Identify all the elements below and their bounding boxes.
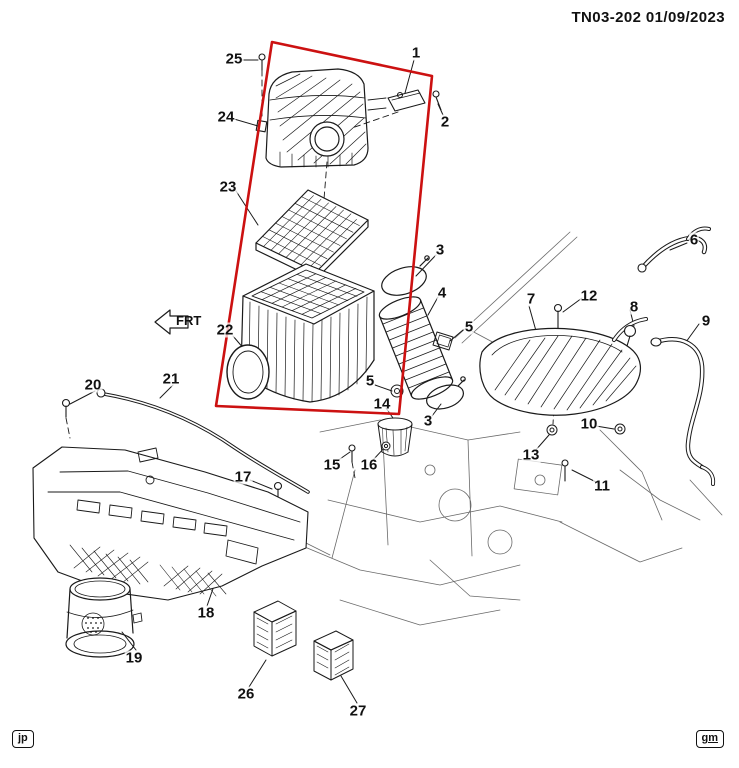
part-callout-24: 24 <box>216 108 236 126</box>
part-callout-8: 8 <box>628 298 640 316</box>
part-callout-5: 5 <box>463 318 475 336</box>
bolt-12-art <box>553 303 563 329</box>
author-badge: jp <box>12 729 34 748</box>
bolt-11-art <box>561 459 569 482</box>
air-cleaner-cover-art <box>265 68 387 168</box>
part-callout-4: 4 <box>436 284 448 302</box>
part-callout-14: 14 <box>372 395 392 413</box>
document-reference: TN03-202 01/09/2023 <box>571 9 725 26</box>
part-callout-9: 9 <box>700 312 712 330</box>
part-callout-25: 25 <box>224 50 244 68</box>
cover-clip-art <box>255 119 268 133</box>
housing-grommet-art <box>390 384 404 398</box>
part-callout-7: 7 <box>525 290 537 308</box>
part-callout-17: 17 <box>233 468 253 486</box>
part-callout-13: 13 <box>521 446 541 464</box>
part-callout-16: 16 <box>359 456 379 474</box>
cover-screw-art <box>258 53 266 71</box>
hose-clamp-lower-art <box>426 376 466 410</box>
duct-seal-art <box>432 331 454 351</box>
highlight-box <box>214 40 434 416</box>
part-callout-20: 20 <box>83 376 103 394</box>
part-callout-21: 21 <box>161 370 181 388</box>
part-callout-3: 3 <box>422 412 434 430</box>
frt-direction-arrow: FRT <box>154 309 201 335</box>
part-callout-26: 26 <box>236 685 256 703</box>
part-callout-18: 18 <box>196 604 216 622</box>
part-callout-5: 5 <box>364 372 376 390</box>
hose-clamp-upper-art <box>381 255 430 296</box>
part-callout-2: 2 <box>439 113 451 131</box>
front-baffle-art <box>32 446 309 601</box>
part-callout-12: 12 <box>579 287 599 305</box>
tube-8-clip-art <box>612 317 648 347</box>
part-callout-3: 3 <box>434 241 446 259</box>
part-callout-22: 22 <box>215 321 235 339</box>
bracket-27-art <box>313 630 354 681</box>
seal-strip-art <box>96 388 310 494</box>
part-callout-10: 10 <box>579 415 599 433</box>
air-cleaner-housing-art <box>226 263 375 403</box>
part-callout-15: 15 <box>322 456 342 474</box>
frt-label: FRT <box>176 313 201 328</box>
part-callout-23: 23 <box>218 178 238 196</box>
part-callout-27: 27 <box>348 702 368 720</box>
cup-grommet-art <box>381 441 391 451</box>
maf-screw-art <box>432 90 442 111</box>
maf-sensor-art <box>387 89 426 112</box>
bracket-26-art <box>253 600 297 657</box>
outlet-duct-art <box>65 577 143 658</box>
resonator-cup-art <box>377 417 413 457</box>
part-callout-19: 19 <box>124 649 144 667</box>
grommet-13-art <box>546 424 558 436</box>
gm-logo-badge: gm <box>695 729 724 748</box>
engine-cover-art <box>479 327 642 416</box>
bolt-15-art <box>348 444 356 463</box>
part-callout-6: 6 <box>688 231 700 249</box>
part-callout-1: 1 <box>410 44 422 62</box>
part-callout-11: 11 <box>593 477 611 495</box>
frt-arrow-icon <box>154 309 189 335</box>
grommet-10-art <box>614 423 626 435</box>
screw-20-art <box>61 398 71 418</box>
hose-9-art <box>650 337 716 486</box>
